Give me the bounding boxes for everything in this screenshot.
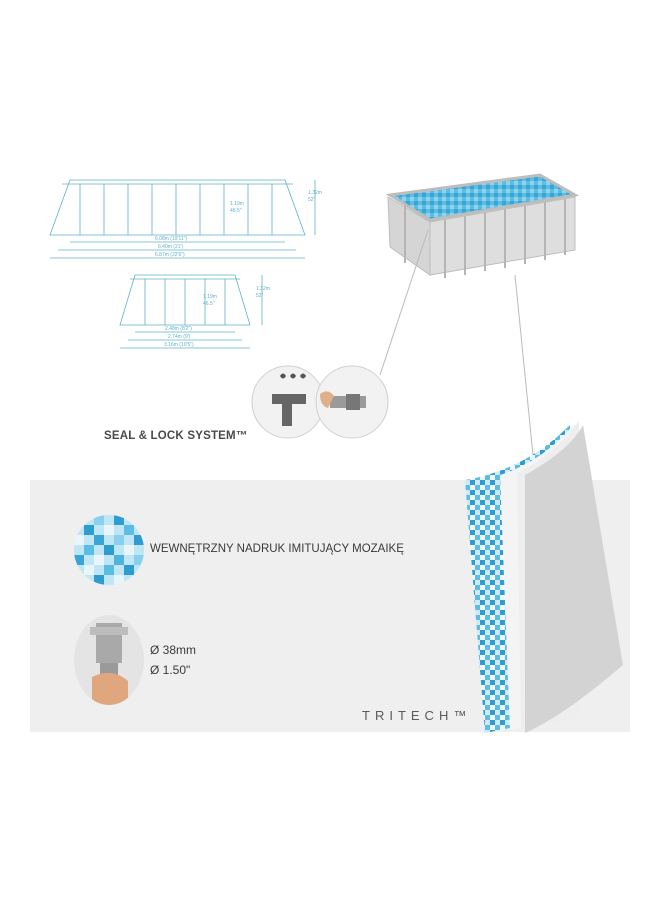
pool-dimension-diagram: 1.19m 46.5" 1.32m 52" 6.08m (19'11") 6.4… <box>49 179 322 349</box>
seal-lock-title: SEAL & LOCK SYSTEM™ <box>104 430 248 442</box>
large-width-outer: 6.87m (22'6") <box>155 252 185 258</box>
large-width-inner: 6.08m (19'11") <box>155 236 187 242</box>
pipe-diameter-text: Ø 38mm Ø 1.50" <box>150 640 196 680</box>
small-width-inner: 2.48m (8'2") <box>165 326 192 332</box>
pool-illustration <box>385 173 580 278</box>
mosaic-feature-text: WEWNĘTRZNY NADRUK IMITUJĄCY MOZAIKĘ <box>150 543 404 555</box>
seal-lock-illustration <box>251 365 389 439</box>
pipe-diameter-metric: Ø 38mm <box>150 643 197 657</box>
tritech-brand: TRITECH™ <box>362 708 472 723</box>
small-top-imperial: 52" <box>256 293 264 299</box>
large-top-imperial: 52" <box>308 197 316 203</box>
small-top-metric: 1.32m <box>256 286 270 292</box>
liner-cross-section <box>465 421 623 733</box>
small-width-mid: 2.74m (9') <box>168 334 191 340</box>
large-width-mid: 6.40m (21') <box>158 244 183 250</box>
large-height-imperial: 46.5" <box>230 208 242 214</box>
small-height-imperial: 46.5" <box>203 301 215 307</box>
pipe-diameter-imperial: Ø 1.50" <box>150 663 191 677</box>
large-height-metric: 1.19m <box>230 201 244 207</box>
mosaic-swatch <box>74 515 144 585</box>
small-height-metric: 1.19m <box>203 294 217 300</box>
small-width-outer: 3.16m (10'5") <box>164 342 194 348</box>
pipe-illustration <box>74 615 144 705</box>
large-top-metric: 1.32m <box>308 190 322 196</box>
